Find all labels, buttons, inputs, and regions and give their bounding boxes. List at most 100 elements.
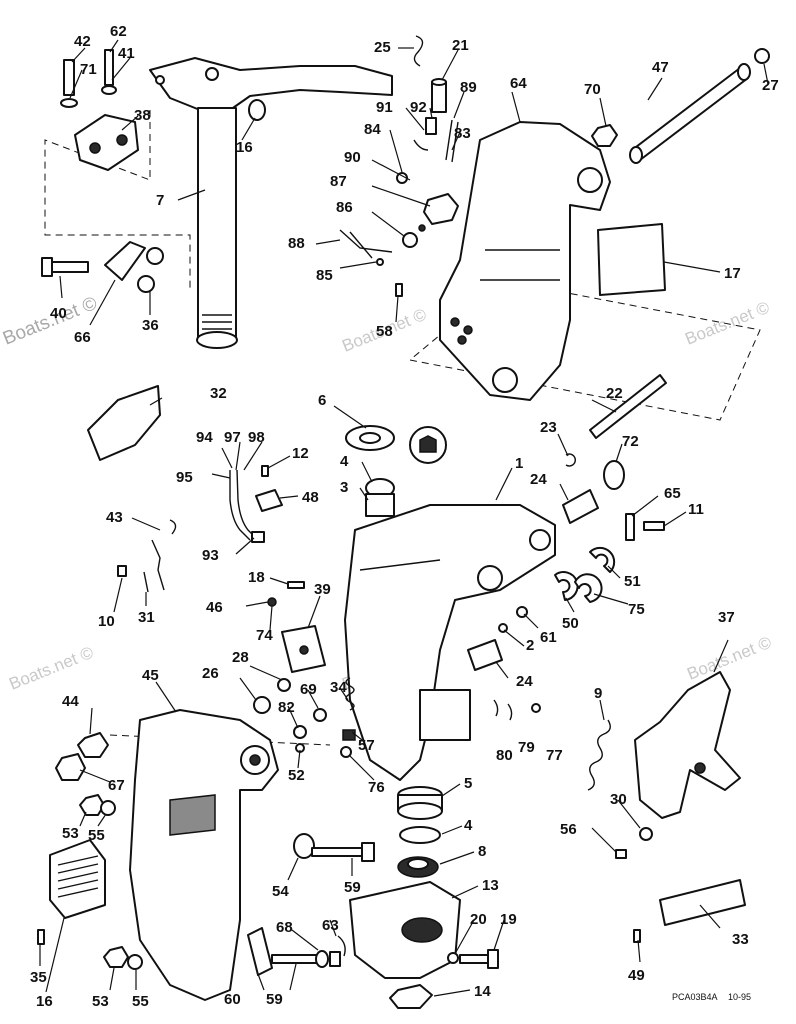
part-top-center <box>413 35 459 163</box>
callout-label: 66 <box>74 329 91 346</box>
part-linkage <box>41 241 164 293</box>
callout-label: 23 <box>540 419 557 436</box>
part-clip-63 <box>337 935 346 957</box>
part-cover <box>87 385 161 461</box>
callout-label: 98 <box>248 429 265 446</box>
callout-label: 54 <box>272 883 289 900</box>
part-stop-block <box>253 625 327 753</box>
callout-label: 72 <box>622 433 639 450</box>
part-grille <box>49 839 106 919</box>
callout-label: 48 <box>302 489 319 506</box>
callout-label: 10 <box>98 613 115 630</box>
callout-label: 3 <box>340 479 348 496</box>
part-nuts-left <box>55 732 143 970</box>
callout-label: 68 <box>276 919 293 936</box>
callout-label: 61 <box>540 629 557 646</box>
callout-label: 34 <box>330 679 347 696</box>
callout-label: 21 <box>452 37 469 54</box>
callout-label: 4 <box>464 817 473 834</box>
callout-labels: 1 2 3 4 4 5 6 7 8 9 10 11 12 13 14 16 16… <box>30 23 779 1010</box>
callout-label: 91 <box>376 99 393 116</box>
callout-label: 70 <box>584 81 601 98</box>
callout-label: 11 <box>688 501 704 518</box>
callout-label: 50 <box>562 615 579 632</box>
part-tilt-lever <box>615 671 741 859</box>
part-bushings-lower <box>397 786 443 878</box>
callout-label: 2 <box>526 637 534 654</box>
callout-label: 85 <box>316 267 333 284</box>
callout-label: 89 <box>460 79 477 96</box>
callout-label: 16 <box>36 993 53 1010</box>
callout-label: 13 <box>482 877 499 894</box>
callout-label: 77 <box>546 747 563 764</box>
callout-label: 32 <box>210 385 227 402</box>
callout-label: 18 <box>248 569 265 586</box>
leader-lines <box>39 39 769 997</box>
callout-label: 53 <box>62 825 79 842</box>
callout-label: 87 <box>330 173 347 190</box>
callout-label: 26 <box>202 665 219 682</box>
callout-label: 14 <box>474 983 491 1000</box>
part-tilt-pin <box>565 374 667 490</box>
callout-label: 36 <box>142 317 159 334</box>
callout-label: 12 <box>292 445 309 462</box>
callout-label: 97 <box>224 429 241 446</box>
callout-label: 57 <box>358 737 375 754</box>
callout-label: 35 <box>30 969 47 986</box>
part-swivel-bracket <box>344 504 556 781</box>
callout-label: 47 <box>652 59 669 76</box>
callout-label: 24 <box>516 673 533 690</box>
callout-label: 60 <box>224 991 241 1008</box>
callout-label: 59 <box>344 879 361 896</box>
part-spring-right <box>587 719 611 791</box>
callout-label: 95 <box>176 469 193 486</box>
callout-label: 62 <box>110 23 127 40</box>
callout-label: 1 <box>515 455 523 472</box>
callout-label: 65 <box>664 485 681 502</box>
callout-label: 94 <box>196 429 213 446</box>
part-steering-bracket <box>149 57 393 349</box>
callout-label: 38 <box>134 107 151 124</box>
part-stern-bracket-upper <box>439 121 611 401</box>
callout-label: 59 <box>266 991 283 1008</box>
watermark: Boats.net © <box>684 633 774 684</box>
part-nut-70 <box>591 124 618 147</box>
callout-label: 6 <box>318 392 326 409</box>
part-stern-bracket-lower <box>129 709 279 1001</box>
callout-label: 90 <box>344 149 361 166</box>
callout-label: 69 <box>300 681 317 698</box>
callout-label: 33 <box>732 931 749 948</box>
callout-label: 86 <box>336 199 353 216</box>
callout-label: 5 <box>464 775 472 792</box>
callout-label: 20 <box>470 911 487 928</box>
callout-label: 4 <box>340 453 349 470</box>
callout-label: 31 <box>138 609 155 626</box>
watermark: Boats.net © <box>682 298 772 349</box>
callout-label: 9 <box>594 685 602 702</box>
drawing-code: PCA03B4A 10-95 <box>672 992 751 1002</box>
part-tilt-tube <box>596 48 770 164</box>
callout-label: 83 <box>454 125 471 142</box>
callout-label: 16 <box>236 139 253 156</box>
callout-label: 92 <box>410 99 427 116</box>
watermark: Boats.net © <box>6 643 96 694</box>
callout-label: 46 <box>206 599 223 616</box>
callout-label: 17 <box>724 265 741 282</box>
callout-label: 63 <box>322 917 339 934</box>
callout-label: 45 <box>142 667 159 684</box>
part-cable-left <box>117 519 177 593</box>
callout-label: 56 <box>560 821 577 838</box>
callout-label: 64 <box>510 75 527 92</box>
callout-label: 67 <box>108 777 125 794</box>
part-screw <box>37 929 45 945</box>
callout-label: 58 <box>376 323 393 340</box>
callout-label: 84 <box>364 121 381 138</box>
callout-label: 37 <box>718 609 735 626</box>
callout-label: 22 <box>606 385 623 402</box>
callout-label: 30 <box>610 791 627 808</box>
callout-label: 41 <box>118 45 135 62</box>
callout-label: 27 <box>762 77 779 94</box>
part-bolt-lower <box>247 927 341 976</box>
callout-label: 28 <box>232 649 249 666</box>
